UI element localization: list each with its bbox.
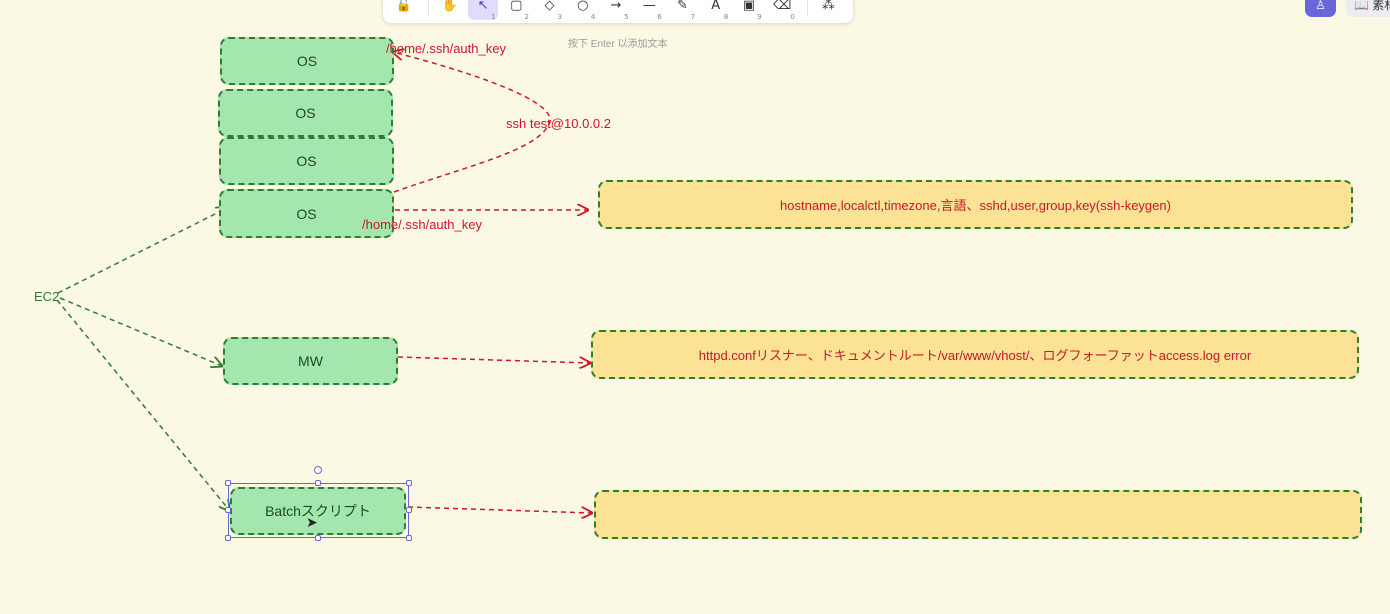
eraser-tool[interactable]: ⌫0: [768, 0, 797, 21]
shortcut-number: 1: [491, 12, 496, 21]
toolbar-divider: [428, 0, 430, 16]
mw-detail-box[interactable]: httpd.confリスナー、ドキュメントルート/var/www/vhost/、…: [591, 330, 1359, 379]
resize-handle-nw[interactable]: [225, 480, 231, 486]
shortcut-number: 5: [624, 12, 629, 21]
ellipse-icon: ○: [577, 0, 589, 13]
shortcut-number: 9: [757, 12, 762, 21]
mouse-pointer-icon: ➤: [306, 515, 318, 531]
select-tool[interactable]: ↖1: [468, 0, 498, 21]
resize-handle-ne[interactable]: [406, 480, 412, 486]
edge-label-auth-key-bottom[interactable]: /home/.ssh/auth_key: [362, 217, 482, 232]
library-button[interactable]: 📖 素材: [1346, 0, 1390, 17]
pencil-icon: ✎: [677, 0, 688, 13]
arrow-ec2-to-batch: [56, 299, 230, 511]
mw-node[interactable]: MW: [223, 337, 398, 385]
resize-handle-e[interactable]: [406, 507, 412, 513]
rectangle-icon: ▢: [510, 0, 523, 13]
toolbar-divider: [806, 0, 808, 16]
rotation-handle[interactable]: [314, 466, 322, 474]
extra-tools-button[interactable]: ⁂: [814, 0, 843, 20]
rectangle-tool[interactable]: ▢2: [502, 0, 531, 21]
diamond-tool[interactable]: ◇3: [535, 0, 564, 21]
resize-handle-s[interactable]: [315, 535, 321, 541]
os-node-4[interactable]: OS: [219, 189, 394, 238]
batch-detail-box[interactable]: [594, 490, 1362, 539]
os-node-2[interactable]: OS: [218, 89, 393, 137]
shortcut-number: 3: [557, 12, 563, 21]
resize-handle-se[interactable]: [406, 535, 412, 541]
arrow-tool[interactable]: →5: [601, 0, 630, 21]
shortcut-number: 4: [590, 12, 596, 21]
collaborate-button[interactable]: ♙: [1305, 0, 1336, 17]
os-node-1[interactable]: OS: [220, 37, 394, 85]
image-icon: ▣: [742, 0, 756, 13]
hand-icon: ✋: [441, 0, 458, 13]
batch-node[interactable]: Batchスクリプト: [230, 487, 406, 535]
shortcut-number: 6: [657, 12, 662, 21]
arrow-batch-to-detail: [407, 506, 592, 513]
shortcut-number: 8: [723, 12, 729, 21]
lock-tool[interactable]: 🔓: [389, 0, 418, 20]
line-tool[interactable]: —6: [635, 0, 664, 21]
line-icon: —: [642, 0, 656, 13]
shortcut-number: 0: [790, 12, 795, 21]
pointer-icon: ↖: [477, 0, 489, 13]
edge-label-auth-key-top[interactable]: /home/.ssh/auth_key: [386, 41, 506, 56]
text-icon: A: [711, 0, 721, 13]
os-detail-box[interactable]: hostname,localctl,timezone,言語、sshd,user,…: [598, 180, 1353, 229]
eraser-icon: ⌫: [772, 0, 792, 13]
lock-icon: 🔓: [395, 0, 412, 13]
arrow-ec2-to-mw: [59, 297, 222, 366]
arrow-ec2-to-os: [57, 208, 227, 294]
ec2-label[interactable]: EC2: [34, 289, 60, 304]
os-node-3[interactable]: OS: [219, 137, 394, 185]
shortcut-number: 2: [524, 12, 529, 21]
library-label: 📖 素材: [1354, 0, 1390, 12]
edge-label-ssh[interactable]: ssh test@10.0.0.2: [506, 116, 611, 131]
ellipse-tool[interactable]: ○4: [568, 0, 597, 21]
resize-handle-n[interactable]: [315, 480, 321, 486]
pencil-tool[interactable]: ✎7: [668, 0, 697, 21]
shapes-icon: ⁂: [821, 0, 835, 13]
user-icon: ♙: [1315, 0, 1326, 12]
resize-handle-w[interactable]: [225, 507, 231, 513]
image-tool[interactable]: ▣9: [734, 0, 763, 21]
shortcut-number: 7: [690, 12, 696, 21]
hand-tool[interactable]: ✋: [435, 0, 464, 20]
resize-handle-sw[interactable]: [225, 535, 231, 541]
text-hint: 按下 Enter 以添加文本: [568, 39, 668, 50]
arrow-mw-to-detail: [397, 356, 590, 363]
arrow-icon: →: [610, 0, 622, 13]
diamond-icon: ◇: [544, 0, 555, 13]
